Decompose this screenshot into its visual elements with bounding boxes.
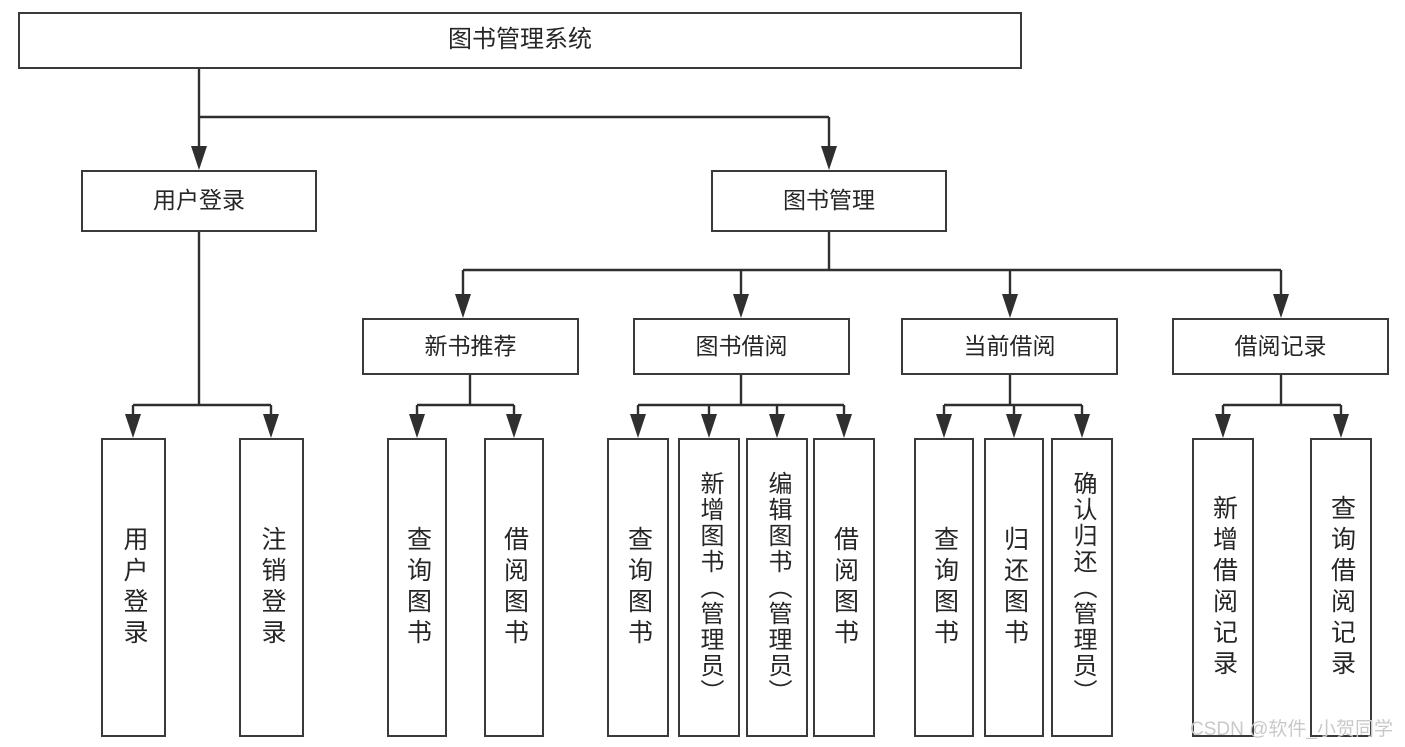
- node-label-leaf-user-logout: 注销登录: [258, 525, 286, 650]
- node-leaf-query-book-3[interactable]: 查询图书: [914, 438, 974, 737]
- node-leaf-edit-book[interactable]: 编辑图书（管理员）: [746, 438, 808, 737]
- node-label-current-borrow: 当前借阅: [963, 332, 1056, 359]
- node-leaf-query-record[interactable]: 查询借阅记录: [1310, 438, 1372, 737]
- node-label-borrow-record: 借阅记录: [1234, 332, 1327, 359]
- node-label-leaf-edit-book: 编辑图书（管理员）: [764, 470, 791, 705]
- node-leaf-borrow-book-1[interactable]: 借阅图书: [484, 438, 544, 737]
- arrowhead-leaf: [506, 414, 522, 438]
- node-root[interactable]: 图书管理系统: [18, 12, 1022, 69]
- node-leaf-query-book-1[interactable]: 查询图书: [387, 438, 447, 737]
- node-label-user-login: 用户登录: [153, 187, 245, 214]
- node-label-leaf-borrow-book-2: 借阅图书: [830, 525, 859, 650]
- node-label-leaf-query-book-3: 查询图书: [930, 525, 959, 650]
- node-leaf-user-login[interactable]: 用户登录: [101, 438, 166, 737]
- arrowhead-leaf: [1215, 414, 1231, 438]
- node-label-leaf-query-record: 查询借阅记录: [1327, 494, 1356, 681]
- node-book-borrow[interactable]: 图书借阅: [633, 318, 850, 375]
- arrowhead-level2-new-book-recommend: [455, 294, 471, 318]
- node-label-leaf-confirm-return: 确认归还（管理员）: [1069, 470, 1096, 705]
- node-label-leaf-user-login: 用户登录: [120, 525, 148, 650]
- node-label-leaf-query-book-2: 查询图书: [624, 525, 653, 650]
- arrowhead-leaf: [263, 414, 279, 438]
- node-leaf-add-record[interactable]: 新增借阅记录: [1192, 438, 1254, 737]
- arrowhead-level2-current-borrow: [1002, 294, 1018, 318]
- node-leaf-add-book[interactable]: 新增图书（管理员）: [678, 438, 740, 737]
- arrowhead-level2-book-borrow: [733, 294, 749, 318]
- arrowhead-leaf: [630, 414, 646, 438]
- node-book-manage[interactable]: 图书管理: [711, 170, 947, 232]
- node-leaf-return-book[interactable]: 归还图书: [984, 438, 1044, 737]
- node-label-leaf-query-book-1: 查询图书: [403, 525, 432, 650]
- node-user-login[interactable]: 用户登录: [81, 170, 317, 232]
- arrowhead-level1-user-login: [191, 146, 207, 170]
- arrowhead-leaf: [701, 414, 717, 438]
- node-label-leaf-add-book: 新增图书（管理员）: [696, 470, 723, 705]
- node-label-leaf-add-record: 新增借阅记录: [1209, 494, 1238, 681]
- node-new-book-recommend[interactable]: 新书推荐: [362, 318, 579, 375]
- arrowhead-leaf: [1333, 414, 1349, 438]
- arrowhead-leaf: [769, 414, 785, 438]
- watermark: CSDN @软件_小贺同学: [1190, 719, 1393, 740]
- node-label-root: 图书管理系统: [448, 26, 592, 54]
- node-leaf-borrow-book-2[interactable]: 借阅图书: [813, 438, 875, 737]
- node-label-leaf-return-book: 归还图书: [1000, 525, 1029, 650]
- arrowhead-leaf: [409, 414, 425, 438]
- arrowhead-leaf: [125, 414, 141, 438]
- node-label-book-borrow: 图书借阅: [695, 332, 788, 359]
- arrowhead-level2-borrow-record: [1273, 294, 1289, 318]
- node-label-book-manage: 图书管理: [783, 187, 875, 214]
- node-leaf-query-book-2[interactable]: 查询图书: [607, 438, 669, 737]
- node-current-borrow[interactable]: 当前借阅: [901, 318, 1118, 375]
- node-label-new-book-recommend: 新书推荐: [424, 332, 517, 359]
- arrowhead-leaf: [936, 414, 952, 438]
- node-borrow-record[interactable]: 借阅记录: [1172, 318, 1389, 375]
- arrowhead-level1-book-manage: [821, 146, 837, 170]
- arrowhead-leaf: [836, 414, 852, 438]
- arrowhead-leaf: [1074, 414, 1090, 438]
- arrowhead-leaf: [1006, 414, 1022, 438]
- node-label-leaf-borrow-book-1: 借阅图书: [500, 525, 529, 650]
- node-leaf-user-logout[interactable]: 注销登录: [239, 438, 304, 737]
- node-leaf-confirm-return[interactable]: 确认归还（管理员）: [1051, 438, 1113, 737]
